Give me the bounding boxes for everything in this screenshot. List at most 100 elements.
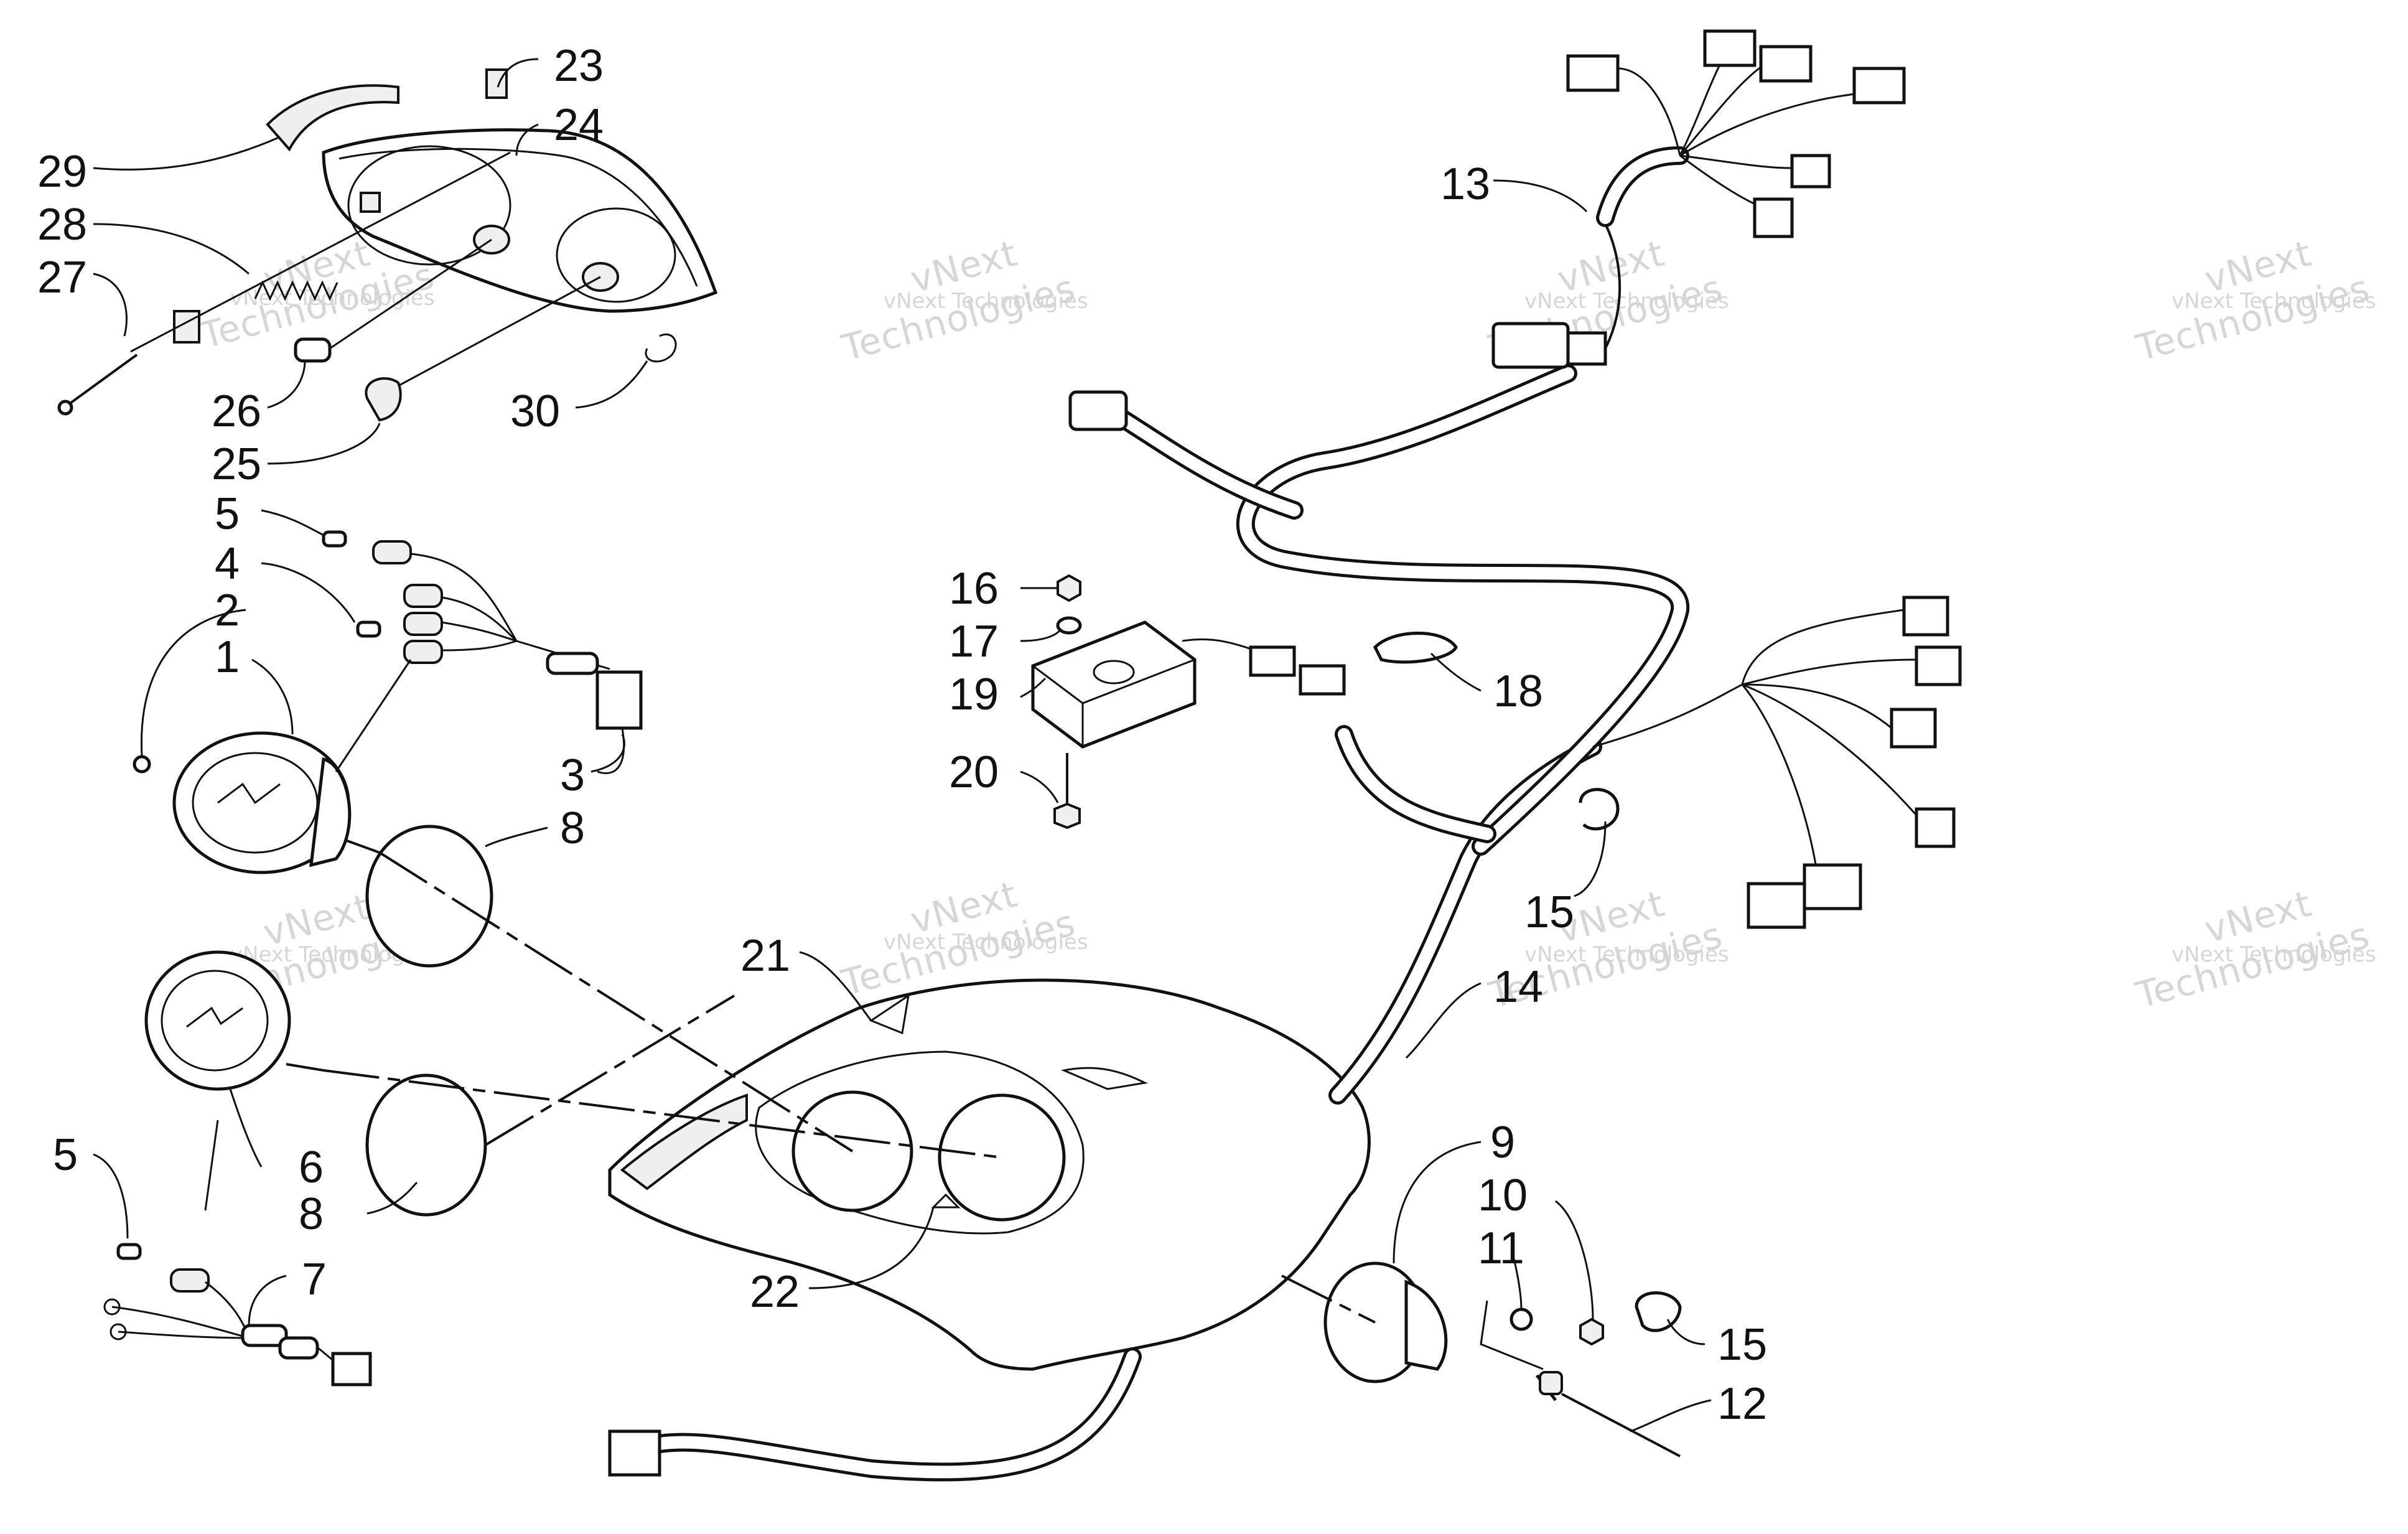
watermark-text: vNext Technologies [2172, 289, 2376, 314]
callout-17: 17 [949, 617, 999, 666]
leader-line-25 [267, 423, 381, 465]
callout-10: 10 [1478, 1171, 1528, 1220]
cable-tie-strap [1373, 632, 1458, 664]
regulator-body [1031, 620, 1197, 749]
gauge-harness-upper [322, 530, 643, 774]
gauge-lamp [116, 1243, 142, 1260]
harness-connector [331, 1352, 372, 1387]
gauge-lamp [356, 620, 381, 638]
harness-13-wires [1617, 42, 1861, 213]
headlight-lens-right [556, 207, 676, 303]
tachometer-bezel [365, 1073, 487, 1217]
headlight-bulb [294, 337, 332, 363]
harness-connector [1852, 67, 1906, 105]
harness-connector [1703, 29, 1757, 67]
leader-line-19 [1020, 677, 1047, 698]
harness-connector [1759, 45, 1813, 83]
callout-14: 14 [1493, 962, 1543, 1012]
callout-labels: 23 24 29 28 27 26 25 30 5 4 2 1 3 8 5 6 … [37, 41, 1767, 1429]
harness-branch [1114, 411, 1300, 517]
callout-9: 9 [1490, 1118, 1515, 1167]
leader-line-24 [515, 123, 539, 156]
leader-line-10 [1555, 1200, 1594, 1320]
leader-line-1b [335, 659, 412, 772]
harness-sleeve [241, 1324, 288, 1347]
callout-25: 25 [212, 439, 261, 489]
harness-lower-lead [628, 1350, 1139, 1479]
adjuster-screw-head [57, 400, 73, 416]
watermark-text: vNext Technologies [884, 930, 1088, 955]
callout-11: 11 [1478, 1223, 1524, 1273]
watermark-text: vNext Technologies [884, 289, 1088, 314]
harness-sleeve [546, 652, 599, 675]
bulb-socket [365, 377, 402, 422]
leader-line-28 [93, 223, 250, 275]
harness-connector [1902, 596, 1949, 637]
watermark-text: vNext Technologies [1524, 289, 1729, 314]
leader-line-29 [93, 136, 281, 171]
tachometer [144, 950, 487, 1217]
callout-2: 2 [215, 586, 240, 635]
ring-terminal [103, 1298, 121, 1316]
harness-connector [595, 670, 643, 730]
harness-connector [1491, 322, 1570, 369]
harness-connector [1753, 197, 1794, 238]
lamp-socket [170, 1268, 210, 1293]
harness-connector [1803, 863, 1862, 910]
washer [1056, 616, 1082, 635]
callout-7: 7 [302, 1255, 327, 1304]
leader-line-9 [1393, 1141, 1482, 1264]
console-grip [620, 1093, 748, 1190]
leader-line-8a [485, 826, 548, 848]
watermarks: vNext Technologies vNext Technologies vN… [196, 232, 2376, 1017]
washer [1510, 1307, 1533, 1331]
leader-line-2 [140, 609, 246, 757]
fuel-gauge-back [1404, 1279, 1448, 1371]
indicator-lens [133, 755, 151, 774]
callout-15: 15 [1717, 1320, 1767, 1370]
console-gauge-opening [938, 1093, 1066, 1222]
harness-connector [1068, 390, 1128, 431]
harness-connector [1790, 154, 1831, 189]
watermark-text: vNext Technologies [1524, 942, 1729, 967]
lamp-socket [403, 612, 443, 636]
tachometer-needle [186, 1006, 243, 1028]
harness-sleeve [278, 1336, 319, 1360]
fuel-gauge-assembly [1281, 1261, 1682, 1457]
voltage-regulator [1031, 574, 1346, 830]
callout-20: 20 [949, 747, 999, 797]
lamp-socket [403, 584, 443, 608]
leader-line-30 [575, 360, 648, 409]
speedometer [133, 731, 493, 968]
harness-connector [1915, 645, 1962, 686]
harness-connector [1747, 882, 1806, 929]
cable-fitting [1539, 1371, 1563, 1395]
adjuster-screw [67, 353, 138, 406]
harness-callout-lead [597, 727, 625, 774]
dash-console [323, 851, 1371, 1371]
callout-6: 6 [299, 1143, 324, 1192]
harness-connector [1915, 807, 1956, 848]
leader-line-18 [1430, 652, 1482, 692]
harness-connector [1566, 331, 1607, 366]
watermark-text: vNext Technologies [230, 286, 435, 311]
assembly-line [484, 994, 735, 1146]
leader-line-17 [1020, 628, 1062, 642]
callout-15: 15 [1524, 887, 1574, 937]
console-grille-area [755, 1050, 1085, 1235]
leader-line-5b [93, 1153, 129, 1239]
callout-23: 23 [554, 41, 604, 91]
leader-line-23 [497, 58, 539, 88]
regulator-connector [1299, 664, 1346, 696]
callout-5: 5 [53, 1130, 78, 1180]
main-wire-harness [608, 29, 1962, 1482]
callout-8: 8 [560, 803, 585, 853]
leader-line-1 [251, 658, 294, 735]
headlight-assembly [57, 68, 718, 422]
assembly-line [1281, 1274, 1376, 1324]
assembly-line [204, 1120, 219, 1211]
callout-19: 19 [949, 670, 999, 719]
assembly-line [130, 151, 511, 353]
callout-13: 13 [1440, 159, 1490, 209]
